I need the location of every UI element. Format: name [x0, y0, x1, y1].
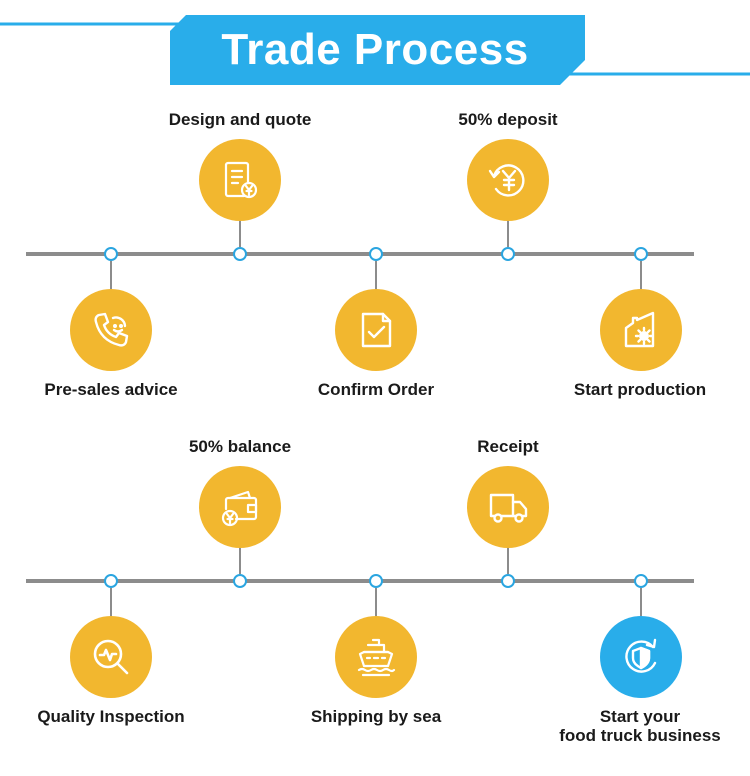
ship-icon: [357, 638, 396, 677]
timeline-line: [26, 579, 694, 583]
connector: [110, 588, 112, 616]
step-label-start-business-line-1: Start your: [599, 707, 681, 726]
step-start-business: [600, 616, 682, 698]
timeline-node: [369, 574, 383, 588]
title-banner: [0, 15, 750, 85]
step-start-production: [600, 289, 682, 371]
step-label-start-business-line-2: food truck business: [559, 726, 721, 745]
step-design-and-quote: [199, 139, 281, 221]
wallet-yen-icon: [221, 490, 258, 527]
connector: [375, 261, 377, 289]
step-receipt: [467, 466, 549, 548]
timeline-node: [233, 247, 247, 261]
connector: [507, 220, 509, 247]
factory-gear-icon: [624, 311, 655, 348]
step-quality-inspection: [70, 616, 152, 698]
timeline-node: [104, 574, 118, 588]
connector: [640, 588, 642, 616]
step-label-start-business: Start your food truck business: [530, 707, 750, 745]
yen-refresh-icon: [488, 164, 525, 197]
connector: [110, 261, 112, 289]
step-pre-sales-advice: [70, 289, 152, 371]
shield-refresh-icon: [625, 638, 657, 673]
timeline-row-2: [0, 570, 750, 590]
timeline-line: [26, 252, 694, 256]
step-label-start-production: Start production: [573, 380, 707, 399]
step-label-pre-sales-advice: Pre-sales advice: [44, 380, 178, 399]
delivery-truck-icon: [489, 493, 528, 523]
timeline-node: [634, 574, 648, 588]
step-deposit: [467, 139, 549, 221]
connector: [239, 547, 241, 574]
connector: [239, 220, 241, 247]
timeline-node: [233, 574, 247, 588]
timeline-node: [634, 247, 648, 261]
step-label-deposit: 50% deposit: [458, 110, 558, 129]
magnifier-pulse-icon: [93, 639, 129, 675]
document-quote-icon: [224, 161, 258, 199]
connector: [375, 588, 377, 616]
step-label-design-and-quote: Design and quote: [168, 110, 312, 129]
step-shipping-by-sea: [335, 616, 417, 698]
connector: [640, 261, 642, 289]
page-title: Trade Process: [221, 25, 529, 74]
timeline-node: [104, 247, 118, 261]
timeline-node: [369, 247, 383, 261]
step-confirm-order: [335, 289, 417, 371]
step-label-confirm-order: Confirm Order: [317, 380, 435, 399]
checked-document-icon: [361, 312, 392, 348]
step-label-shipping-by-sea: Shipping by sea: [310, 707, 442, 726]
connector: [507, 547, 509, 574]
step-label-receipt: Receipt: [477, 437, 539, 456]
phone-smile-icon: [94, 312, 129, 347]
timeline-node: [501, 574, 515, 588]
step-label-balance: 50% balance: [188, 437, 292, 456]
step-balance: [199, 466, 281, 548]
step-label-quality-inspection: Quality Inspection: [37, 707, 185, 726]
timeline-node: [501, 247, 515, 261]
timeline-row-1: [0, 243, 750, 263]
